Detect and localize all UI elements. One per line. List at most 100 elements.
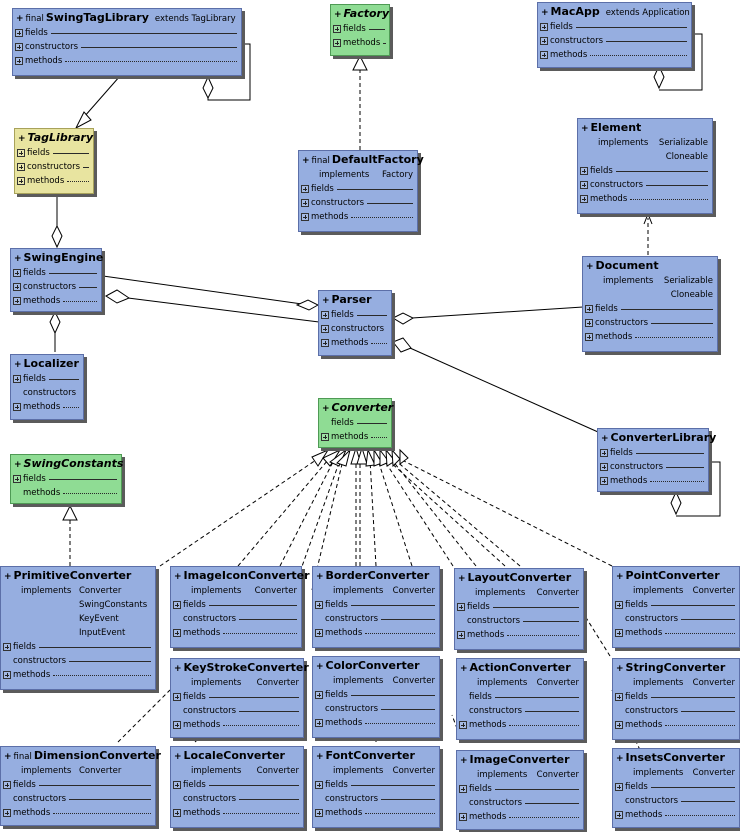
- expand-icon[interactable]: [301, 199, 309, 207]
- fields-section[interactable]: fields: [319, 308, 391, 322]
- fields-section[interactable]: fields: [538, 20, 691, 34]
- fields-section[interactable]: fields: [455, 600, 583, 614]
- expand-icon[interactable]: [600, 449, 608, 457]
- constructors-section[interactable]: constructors: [15, 160, 93, 174]
- expand-icon[interactable]: [3, 671, 11, 679]
- expand-icon[interactable]: [173, 721, 181, 729]
- methods-section[interactable]: methods: [613, 808, 739, 822]
- constructors-section[interactable]: constructors: [319, 322, 391, 336]
- methods-section[interactable]: methods: [15, 174, 93, 188]
- methods-section[interactable]: methods: [457, 718, 583, 732]
- class-taglibrary[interactable]: +TagLibrary fields constructors methods: [14, 128, 94, 194]
- fields-section[interactable]: fields: [457, 782, 583, 796]
- fields-section[interactable]: fields: [11, 472, 121, 486]
- fields-section[interactable]: fields: [578, 164, 712, 178]
- expand-icon[interactable]: [615, 693, 623, 701]
- fields-section[interactable]: fields: [1, 640, 155, 654]
- interface-converter[interactable]: +Converter fields methods: [318, 398, 393, 448]
- constructors-section[interactable]: constructors: [598, 460, 708, 474]
- fields-section[interactable]: fields: [457, 690, 583, 704]
- constructors-section[interactable]: constructors: [538, 34, 691, 48]
- expand-icon[interactable]: [315, 781, 323, 789]
- methods-section[interactable]: methods: [319, 430, 391, 444]
- class-localizer[interactable]: +Localizer fields constructors methods: [10, 354, 84, 420]
- expand-icon[interactable]: [321, 339, 329, 347]
- expand-icon[interactable]: [13, 375, 21, 383]
- constructors-section[interactable]: constructors: [13, 40, 241, 54]
- expand-icon[interactable]: [459, 813, 467, 821]
- expand-icon[interactable]: [315, 629, 323, 637]
- expand-icon[interactable]: [13, 297, 21, 305]
- expand-icon[interactable]: [3, 781, 11, 789]
- methods-section[interactable]: methods: [313, 716, 439, 730]
- constructors-section[interactable]: constructors: [23, 388, 77, 398]
- methods-section[interactable]: methods: [1, 806, 155, 820]
- expand-icon[interactable]: [315, 601, 323, 609]
- expand-icon[interactable]: [585, 319, 593, 327]
- expand-icon[interactable]: [615, 783, 623, 791]
- expand-icon[interactable]: [615, 811, 623, 819]
- expand-icon[interactable]: [540, 51, 548, 59]
- expand-icon[interactable]: [13, 269, 21, 277]
- constructors-section[interactable]: constructors: [1, 792, 155, 806]
- expand-icon[interactable]: [301, 185, 309, 193]
- expand-icon[interactable]: [15, 29, 23, 37]
- expand-icon[interactable]: [301, 213, 309, 221]
- constructors-section[interactable]: constructors: [313, 792, 439, 806]
- constructors-section[interactable]: constructors: [1, 654, 155, 668]
- expand-icon[interactable]: [459, 785, 467, 793]
- constructors-section[interactable]: constructors: [299, 196, 417, 210]
- constructors-section[interactable]: constructors: [457, 796, 583, 810]
- expand-icon[interactable]: [173, 809, 181, 817]
- fields-section[interactable]: fields: [299, 182, 417, 196]
- constructors-section[interactable]: constructors: [171, 792, 303, 806]
- class-swingengine[interactable]: +SwingEngine fields constructors methods: [10, 248, 103, 312]
- expand-icon[interactable]: [457, 631, 465, 639]
- expand-icon[interactable]: [333, 39, 341, 47]
- fields-section[interactable]: fields: [171, 690, 303, 704]
- methods-section[interactable]: methods: [313, 626, 439, 640]
- expand-icon[interactable]: [615, 601, 623, 609]
- expand-icon[interactable]: [457, 603, 465, 611]
- expand-icon[interactable]: [173, 601, 181, 609]
- constructors-section[interactable]: constructors: [613, 794, 739, 808]
- expand-icon[interactable]: [13, 283, 21, 291]
- constructors-section[interactable]: constructors: [313, 612, 439, 626]
- methods-section[interactable]: methods: [11, 294, 101, 308]
- methods-section[interactable]: methods: [171, 718, 303, 732]
- methods-section[interactable]: methods: [299, 210, 417, 224]
- expand-icon[interactable]: [17, 177, 25, 185]
- fields-section[interactable]: fields: [171, 778, 303, 792]
- methods-section[interactable]: methods: [578, 192, 712, 206]
- expand-icon[interactable]: [321, 433, 329, 441]
- methods-section[interactable]: methods: [171, 806, 303, 820]
- expand-icon[interactable]: [600, 463, 608, 471]
- expand-icon[interactable]: [585, 333, 593, 341]
- constructors-section[interactable]: constructors: [171, 612, 301, 626]
- expand-icon[interactable]: [585, 305, 593, 313]
- fields-section[interactable]: fields: [613, 780, 739, 794]
- expand-icon[interactable]: [17, 149, 25, 157]
- methods-section[interactable]: methods: [331, 36, 389, 50]
- expand-icon[interactable]: [173, 629, 181, 637]
- methods-section[interactable]: methods: [11, 400, 83, 414]
- fields-section[interactable]: fields: [583, 302, 717, 316]
- fields-section[interactable]: fields: [613, 690, 739, 704]
- fields-section[interactable]: fields: [11, 372, 83, 386]
- class-parser[interactable]: +Parser fields constructors methods: [318, 290, 392, 356]
- constructors-section[interactable]: constructors: [313, 702, 439, 716]
- constructors-section[interactable]: constructors: [171, 704, 303, 718]
- constructors-section[interactable]: constructors: [578, 178, 712, 192]
- constructors-section[interactable]: constructors: [455, 614, 583, 628]
- fields-section[interactable]: fields: [313, 598, 439, 612]
